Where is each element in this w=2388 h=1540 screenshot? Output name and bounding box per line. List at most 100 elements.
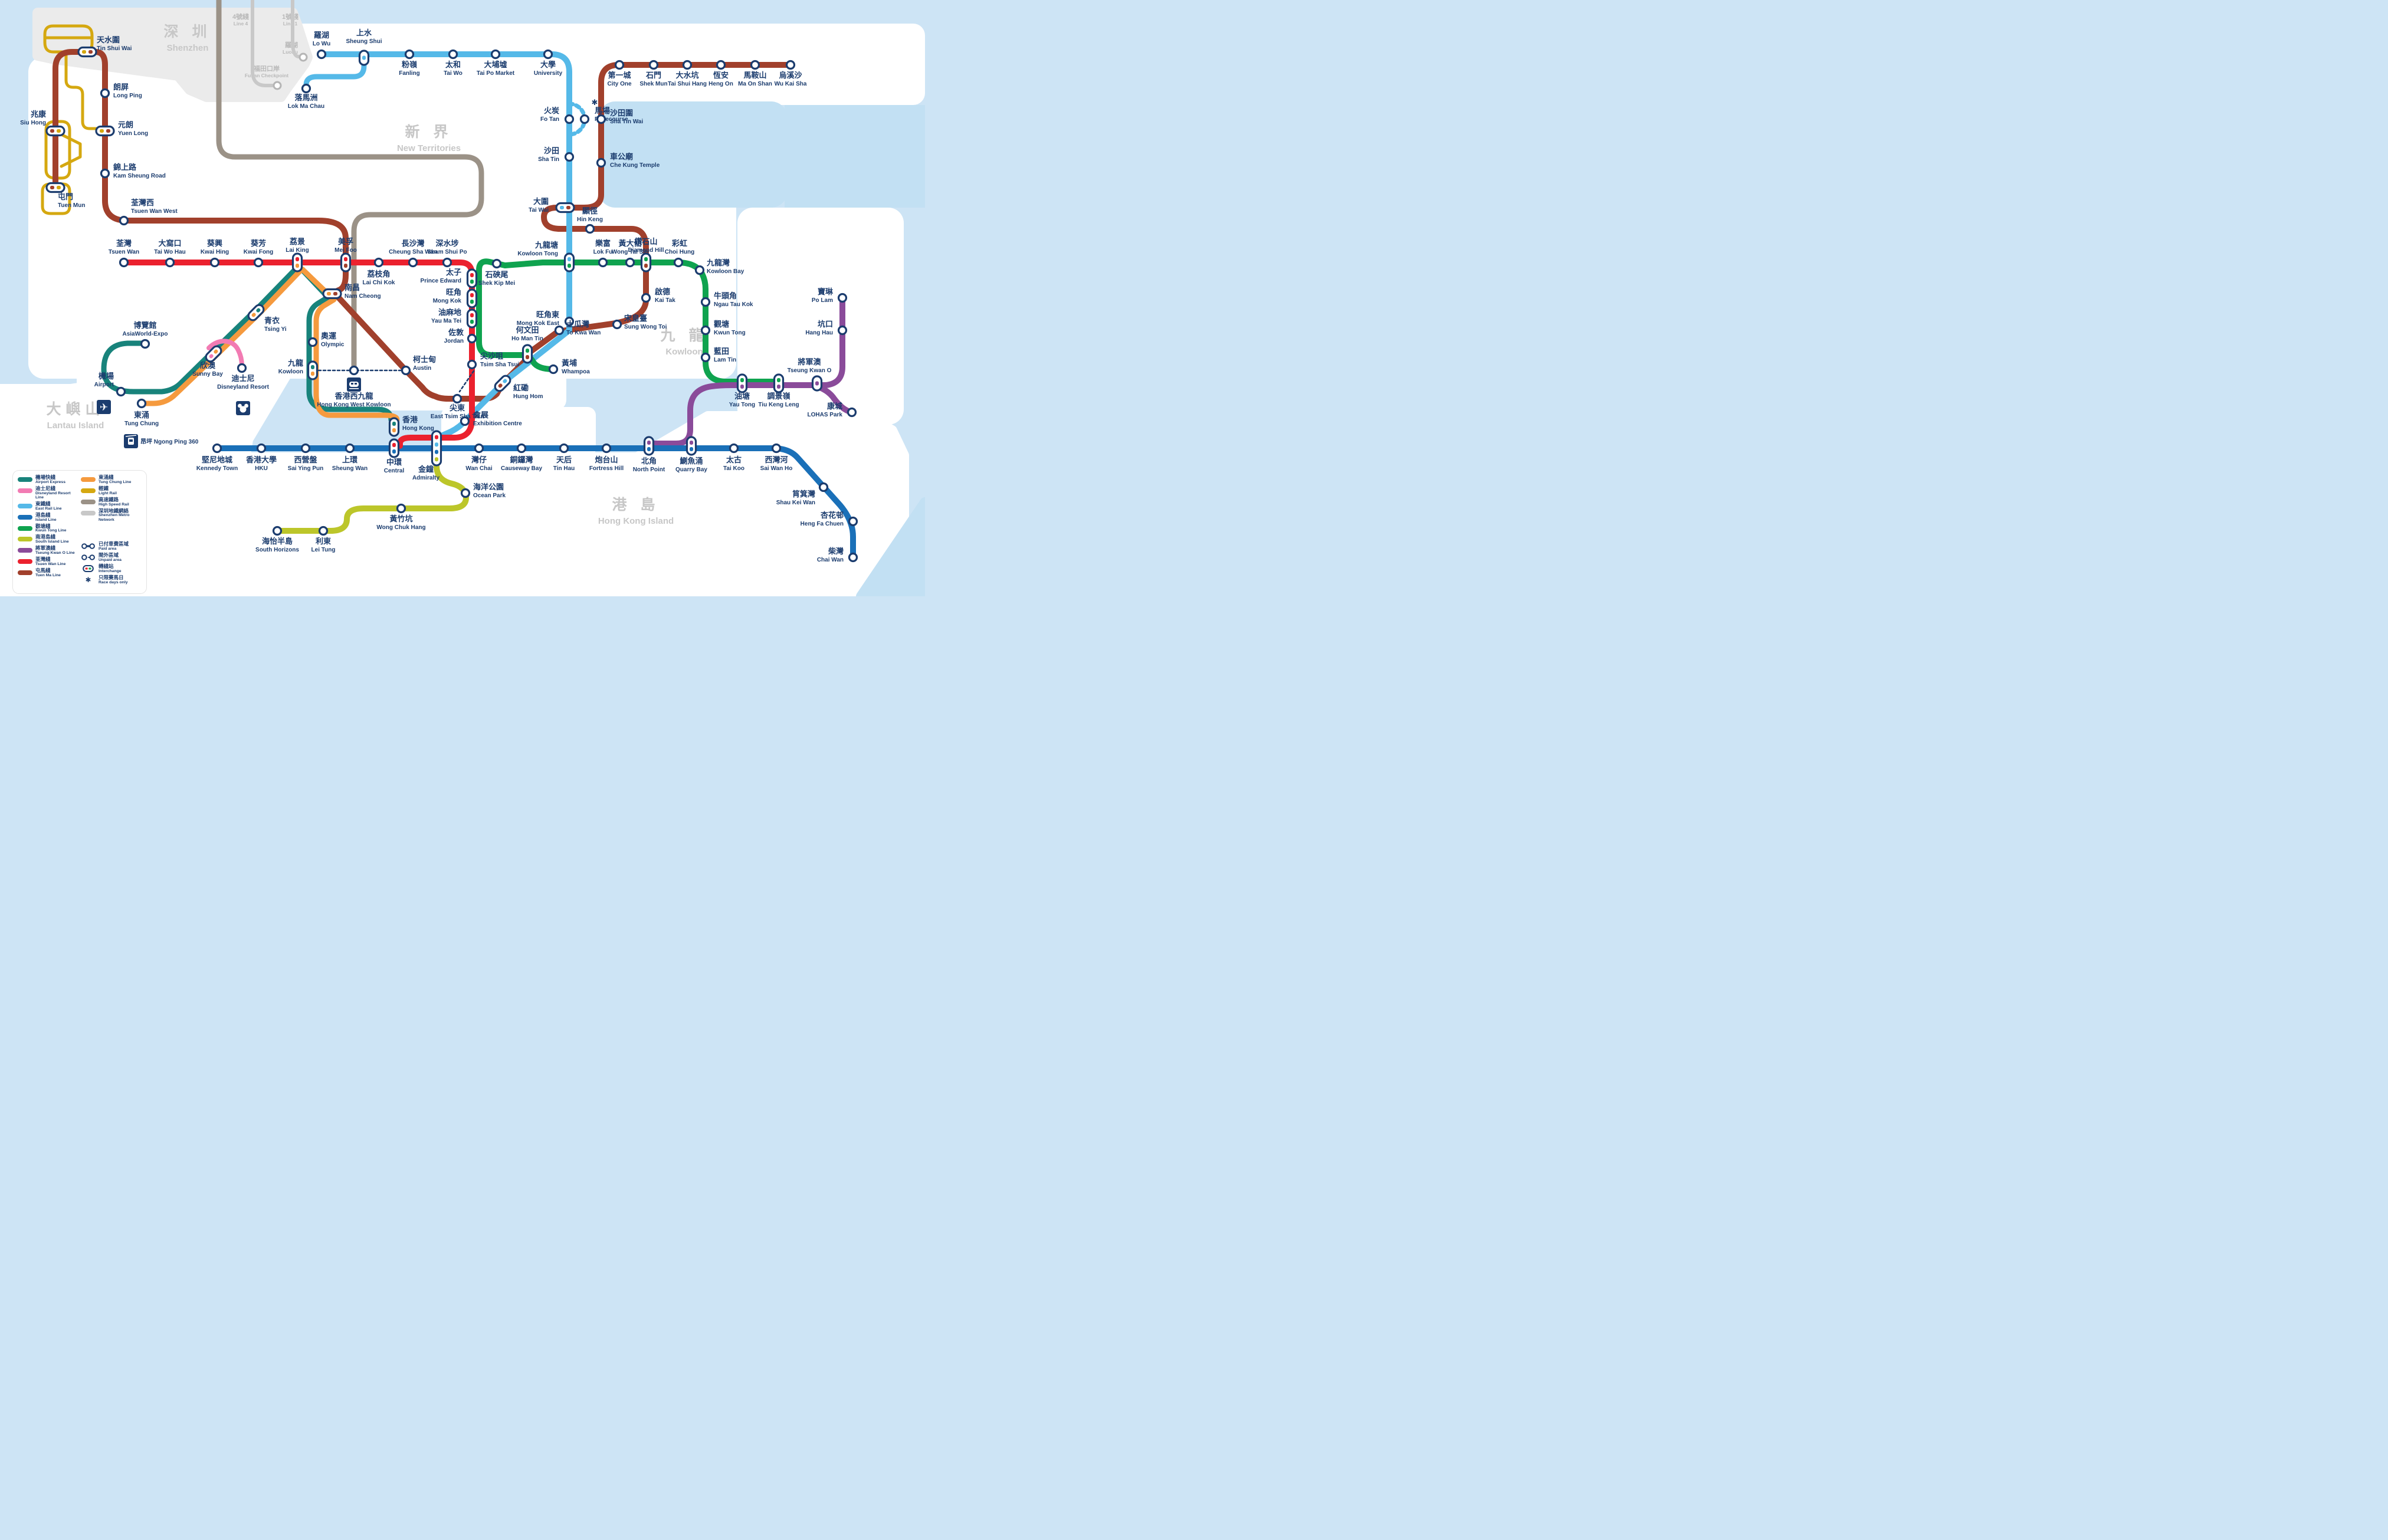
station-label-chai-wan: 柴灣 [828,547,844,556]
